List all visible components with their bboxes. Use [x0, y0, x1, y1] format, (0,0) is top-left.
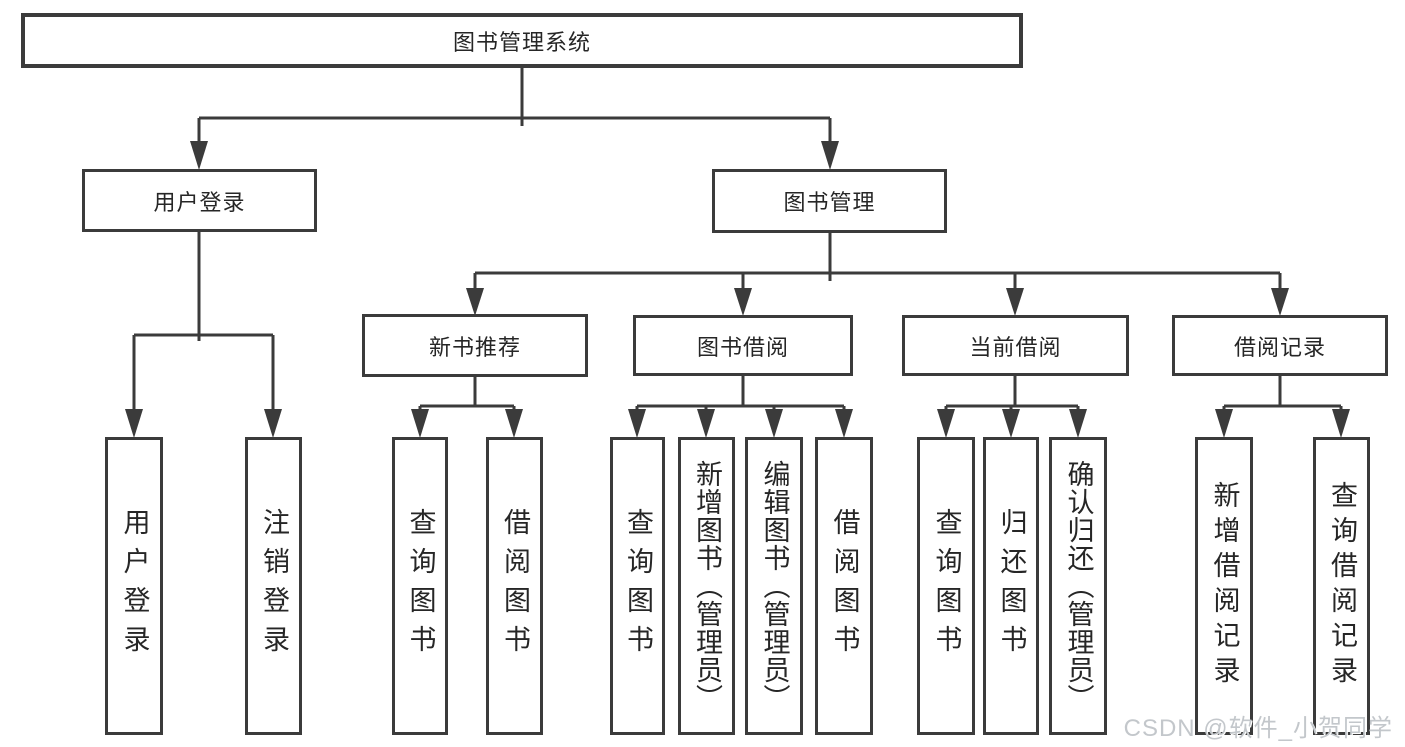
leaf-query-books: 查询图书 — [610, 437, 665, 735]
arrowhead-icon — [1006, 288, 1024, 316]
connector-userlogin-to-leaves — [125, 232, 282, 438]
node-book-management: 图书管理 — [712, 169, 947, 233]
node-root-system: 图书管理系统 — [21, 13, 1023, 68]
node-current-borrowing: 当前借阅 — [902, 315, 1129, 376]
arrowhead-icon — [190, 141, 208, 170]
node-new-book-recommend: 新书推荐 — [362, 314, 588, 377]
leaf-add-borrow-record: 新增借阅记录 — [1195, 437, 1253, 735]
node-book-borrowing: 图书借阅 — [633, 315, 853, 376]
arrowhead-icon — [1215, 409, 1233, 438]
connector-newbook-to-leaves — [411, 377, 523, 438]
node-borrowing-records: 借阅记录 — [1172, 315, 1388, 376]
connector-bookborrow-to-leaves — [628, 376, 853, 438]
leaf-borrow-books: 借阅图书 — [815, 437, 873, 735]
connector-root-to-level2 — [190, 68, 839, 170]
leaf-borrow-books: 借阅图书 — [486, 437, 543, 735]
arrowhead-icon — [466, 288, 484, 316]
arrowhead-icon — [505, 409, 523, 438]
leaf-edit-books-admin: 编辑图书（管理员） — [745, 437, 803, 735]
arrowhead-icon — [125, 409, 143, 438]
connector-currentborrow-to-leaves — [937, 376, 1087, 438]
leaf-confirm-return-admin: 确认归还（管理员） — [1049, 437, 1107, 735]
arrowhead-icon — [734, 288, 752, 316]
leaf-return-books: 归还图书 — [983, 437, 1039, 735]
arrowhead-icon — [937, 409, 955, 438]
connector-bookmgmt-to-level3 — [466, 233, 1289, 316]
arrowhead-icon — [835, 409, 853, 438]
arrowhead-icon — [1271, 288, 1289, 316]
node-user-login: 用户登录 — [82, 169, 317, 232]
arrowhead-icon — [1332, 409, 1350, 438]
arrowhead-icon — [264, 409, 282, 438]
leaf-add-books-admin: 新增图书（管理员） — [678, 437, 735, 735]
arrowhead-icon — [765, 409, 783, 438]
arrowhead-icon — [628, 409, 646, 438]
leaf-query-borrow-record: 查询借阅记录 — [1313, 437, 1370, 735]
leaf-user-login: 用户登录 — [105, 437, 163, 735]
arrowhead-icon — [1069, 409, 1087, 438]
arrowhead-icon — [697, 409, 715, 438]
watermark: CSDN @软件_小贺同学 — [1123, 715, 1393, 742]
arrowhead-icon — [821, 141, 839, 170]
leaf-logout: 注销登录 — [245, 437, 302, 735]
arrowhead-icon — [1002, 409, 1020, 438]
leaf-query-books: 查询图书 — [392, 437, 448, 735]
leaf-query-books: 查询图书 — [917, 437, 975, 735]
connector-borrowrecord-to-leaves — [1215, 375, 1350, 438]
arrowhead-icon — [411, 409, 429, 438]
